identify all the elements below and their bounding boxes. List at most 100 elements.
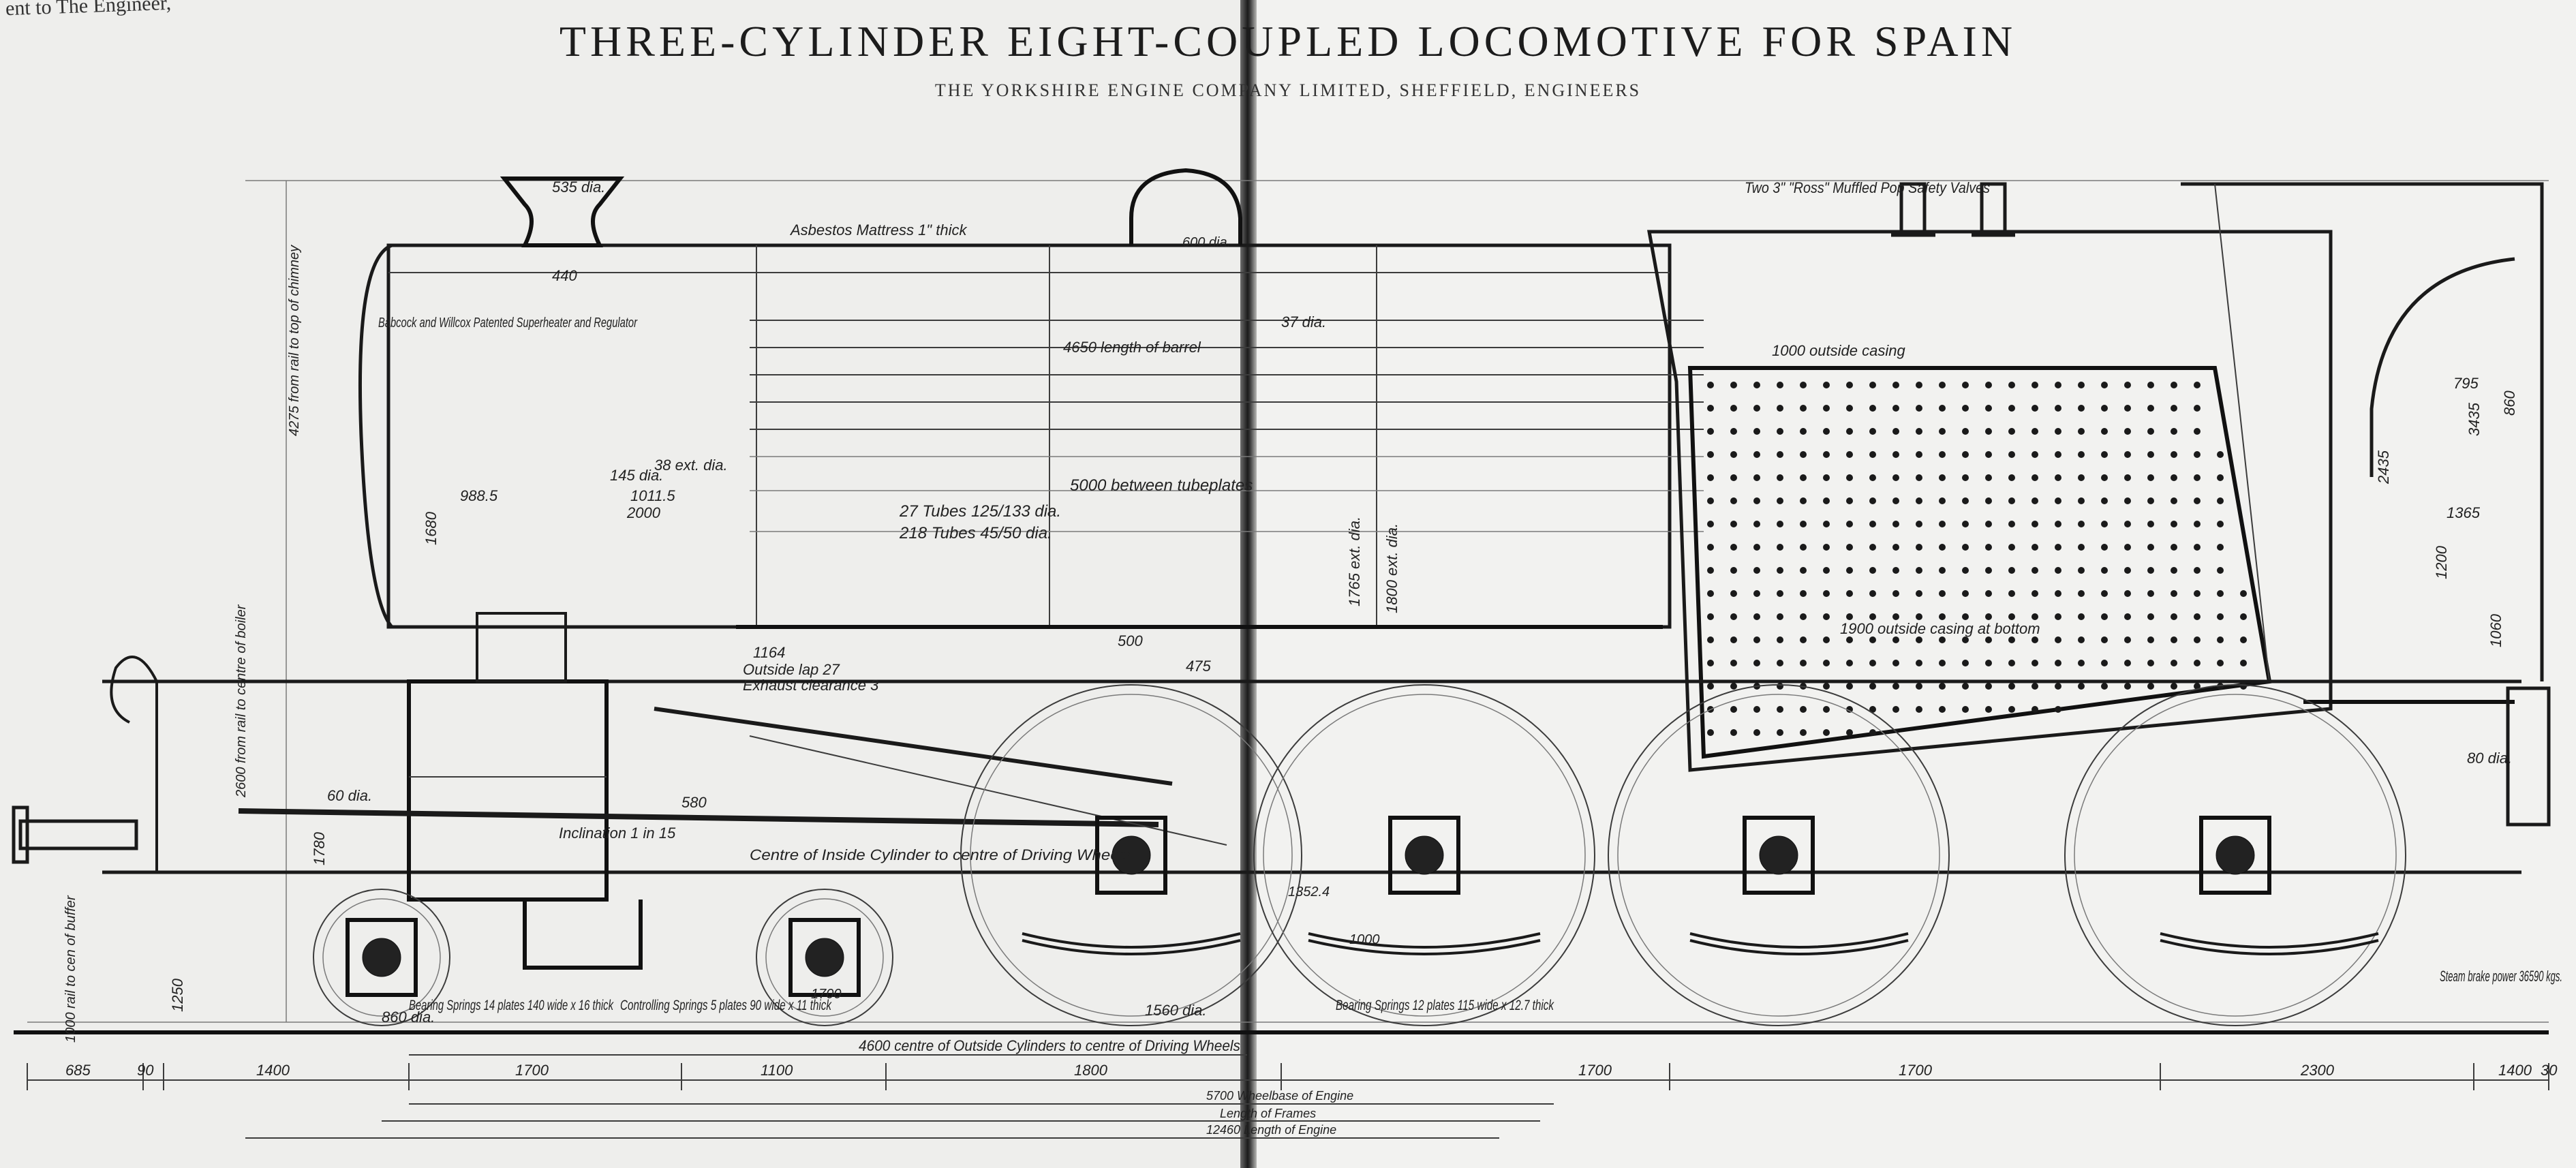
firebox-label: 1900 outside casing at bottom (1840, 620, 2040, 637)
firebox-stay (2217, 660, 2224, 666)
drawing-subtitle: THE YORKSHIRE ENGINE COMPANY LIMITED, SH… (934, 80, 1642, 100)
firebox-stay (2124, 451, 2131, 458)
firebox-stay (2240, 590, 2247, 597)
firebox-stay (1707, 729, 1714, 736)
firebox-stay (2171, 660, 2177, 666)
firebox-stay (1892, 613, 1899, 620)
firebox-stay (1985, 683, 1992, 690)
firebox-stay (1892, 544, 1899, 551)
firebox-stay (1939, 683, 1946, 690)
firebox-stay (1800, 567, 1807, 574)
dim-2000-label: 2000 (626, 504, 661, 521)
firebox-stay (2194, 405, 2201, 412)
firebox-stay (2101, 474, 2108, 481)
firebox-stay (1869, 451, 1876, 458)
dim-80-label: 80 dia. (2467, 750, 2512, 767)
firebox-stay (2031, 613, 2038, 620)
firebox-stay (2171, 613, 2177, 620)
dim-500-label: 500 (1118, 632, 1143, 649)
firebox-stay (1707, 544, 1714, 551)
superheater-label: Babcock and Willcox Patented Superheater… (378, 316, 638, 331)
firebox-stay (2031, 405, 2038, 412)
firebox-stay (2055, 521, 2061, 527)
ext-dia2-label: 1800 ext. dia. (1383, 523, 1400, 613)
firebox-stay (2124, 521, 2131, 527)
ext-dia-label: 1765 ext. dia. (1346, 517, 1363, 606)
firebox-stay (1962, 497, 1969, 504)
chimney-dia-label: 535 dia. (552, 179, 605, 196)
dim-1164-label: 1164 (753, 644, 785, 661)
leaf-springs (1022, 932, 2379, 955)
firebox-stay (1823, 613, 1830, 620)
firebox-stay (2217, 544, 2224, 551)
firebox-stay (2240, 683, 2247, 690)
firebox-stay (1985, 590, 1992, 597)
bottom-segment-label: 90 (137, 1062, 154, 1079)
controlling-springs-label: Controlling Springs 5 plates 90 wide x 1… (620, 998, 832, 1013)
firebox-stay (2101, 613, 2108, 620)
wheel-rim-5 (1617, 694, 1940, 1017)
firebox-stay (2055, 613, 2061, 620)
firebox-stay (1846, 521, 1853, 527)
firebox-stay (1916, 660, 1922, 666)
firebox-stay (1730, 405, 1737, 412)
firebox-stay (1823, 474, 1830, 481)
axle-centre-5 (1759, 835, 1798, 875)
dim-600-label: 600 dia. (1182, 235, 1231, 250)
firebox-stay (2031, 683, 2038, 690)
firebox-stay (1869, 729, 1876, 736)
firebox-stay (1800, 706, 1807, 713)
firebox-stay (1823, 382, 1830, 388)
firebox-stay (2147, 636, 2154, 643)
firebox-stay (1916, 521, 1922, 527)
firebox-stay (1962, 544, 1969, 551)
firebox-stay (1730, 683, 1737, 690)
firebox-stay (1800, 451, 1807, 458)
firebox-stay (1939, 636, 1946, 643)
firebox-stay (2101, 567, 2108, 574)
firebox-stay (1800, 382, 1807, 388)
firebox-stay (1777, 683, 1783, 690)
firebox-stay (2101, 382, 2108, 388)
firebox-stay (1985, 382, 1992, 388)
wheel-4 (1253, 684, 1595, 1026)
firebox-stay (1916, 567, 1922, 574)
axleboxes (346, 816, 2271, 997)
boiler (386, 243, 1704, 629)
firebox-stay (1753, 382, 1760, 388)
firebox-stay (2124, 567, 2131, 574)
bottom-segment-label: 1700 (1899, 1062, 1933, 1079)
firebox-stay (1777, 451, 1783, 458)
firebox-stay (1707, 497, 1714, 504)
firebox-stay (1753, 706, 1760, 713)
firebox-stay (1939, 521, 1946, 527)
bottom-segment-label: 1800 (1074, 1062, 1108, 1079)
firebox-stay (1707, 405, 1714, 412)
firebox-stay (2055, 544, 2061, 551)
firebox-stay (1777, 382, 1783, 388)
firebox-stay (2147, 428, 2154, 435)
firebox-stay (1846, 405, 1853, 412)
firebox-stay (1823, 683, 1830, 690)
dim-795-label: 795 (2453, 375, 2479, 392)
firebox-stay (2147, 521, 2154, 527)
firebox-stay (1869, 660, 1876, 666)
firebox-stay (1753, 660, 1760, 666)
firebox-stay (2078, 521, 2085, 527)
steam-brake-label: Steam brake power 36590 kgs. (2440, 968, 2562, 985)
firebox-stay (2124, 636, 2131, 643)
wheel-rim-1 (322, 898, 441, 1017)
firebox-stay (2147, 660, 2154, 666)
firebox-stay (2124, 497, 2131, 504)
firebox-stay (2194, 521, 2201, 527)
axle-centre-6 (2215, 835, 2255, 875)
firebox-stay (2171, 405, 2177, 412)
firebox-stay (1730, 660, 1737, 666)
dim-988-label: 988.5 (460, 487, 498, 504)
firebox-stay (1730, 729, 1737, 736)
firebox-stay (1892, 660, 1899, 666)
firebox-stay (1823, 451, 1830, 458)
firebox-stay (1916, 405, 1922, 412)
firebox-stay (1823, 405, 1830, 412)
